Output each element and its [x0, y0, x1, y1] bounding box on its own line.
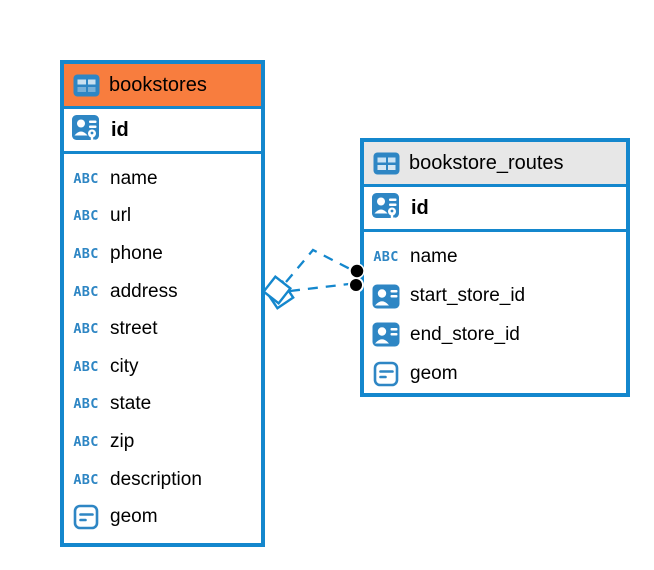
table-bookstores[interactable]: bookstores id ABC name ABC url — [60, 60, 265, 547]
text-type-icon: ABC — [73, 396, 99, 413]
column-label: city — [110, 355, 139, 377]
column-row-name[interactable]: ABC name — [364, 238, 626, 277]
column-label: name — [410, 246, 458, 268]
column-row-geom[interactable]: geom — [64, 498, 261, 536]
table-bookstore-routes[interactable]: bookstore_routes id ABC name — [360, 138, 630, 397]
column-row-name[interactable]: ABC name — [64, 160, 261, 198]
person-ref-icon — [371, 322, 401, 347]
column-label: phone — [110, 242, 163, 264]
column-label: end_store_id — [410, 323, 520, 345]
column-label: geom — [410, 362, 458, 384]
primary-key-row[interactable]: id — [364, 187, 626, 232]
primary-key-row[interactable]: id — [64, 109, 261, 154]
text-type-icon: ABC — [73, 283, 99, 300]
text-type-icon: ABC — [73, 433, 99, 450]
column-label: state — [110, 393, 152, 415]
column-list: ABC name start_store_id — [364, 232, 626, 393]
table-title: bookstores — [109, 73, 207, 96]
column-row-geom[interactable]: geom — [364, 354, 626, 393]
column-label: address — [110, 280, 178, 302]
primary-key-label: id — [111, 118, 129, 141]
column-label: description — [110, 468, 202, 490]
text-type-icon: ABC — [73, 321, 99, 338]
table-title: bookstore_routes — [409, 151, 564, 174]
table-icon — [373, 152, 400, 175]
column-list: ABC name ABC url ABC phone ABC address A… — [64, 154, 261, 536]
relationship-connector[interactable] — [261, 248, 365, 310]
column-row-phone[interactable]: ABC phone — [64, 235, 261, 273]
column-row-end-store-id[interactable]: end_store_id — [364, 316, 626, 355]
person-key-icon — [371, 192, 402, 224]
table-bookstores-header[interactable]: bookstores — [64, 64, 261, 109]
column-row-street[interactable]: ABC street — [64, 310, 261, 348]
table-bookstore-routes-header[interactable]: bookstore_routes — [364, 142, 626, 187]
primary-key-label: id — [411, 196, 429, 219]
column-label: zip — [110, 430, 135, 452]
table-icon — [73, 74, 100, 97]
column-row-city[interactable]: ABC city — [64, 348, 261, 386]
column-label: geom — [110, 506, 158, 528]
text-type-icon: ABC — [373, 249, 399, 266]
column-label: url — [110, 205, 132, 227]
person-ref-icon — [371, 284, 401, 309]
column-label: street — [110, 318, 158, 340]
text-type-icon: ABC — [73, 471, 99, 488]
column-row-state[interactable]: ABC state — [64, 386, 261, 424]
column-row-zip[interactable]: ABC zip — [64, 423, 261, 461]
column-label: start_store_id — [410, 285, 526, 307]
diamond-endpoint — [261, 274, 295, 310]
text-type-icon: ABC — [73, 245, 99, 262]
column-row-description[interactable]: ABC description — [64, 461, 261, 499]
text-type-icon: ABC — [73, 358, 99, 375]
text-type-icon: ABC — [73, 208, 99, 225]
column-row-address[interactable]: ABC address — [64, 273, 261, 311]
geometry-type-icon — [371, 361, 401, 387]
geometry-type-icon — [71, 504, 101, 530]
person-key-icon — [71, 114, 102, 146]
text-type-icon: ABC — [73, 170, 99, 187]
column-row-url[interactable]: ABC url — [64, 198, 261, 236]
column-label: name — [110, 167, 158, 189]
column-row-start-store-id[interactable]: start_store_id — [364, 277, 626, 316]
